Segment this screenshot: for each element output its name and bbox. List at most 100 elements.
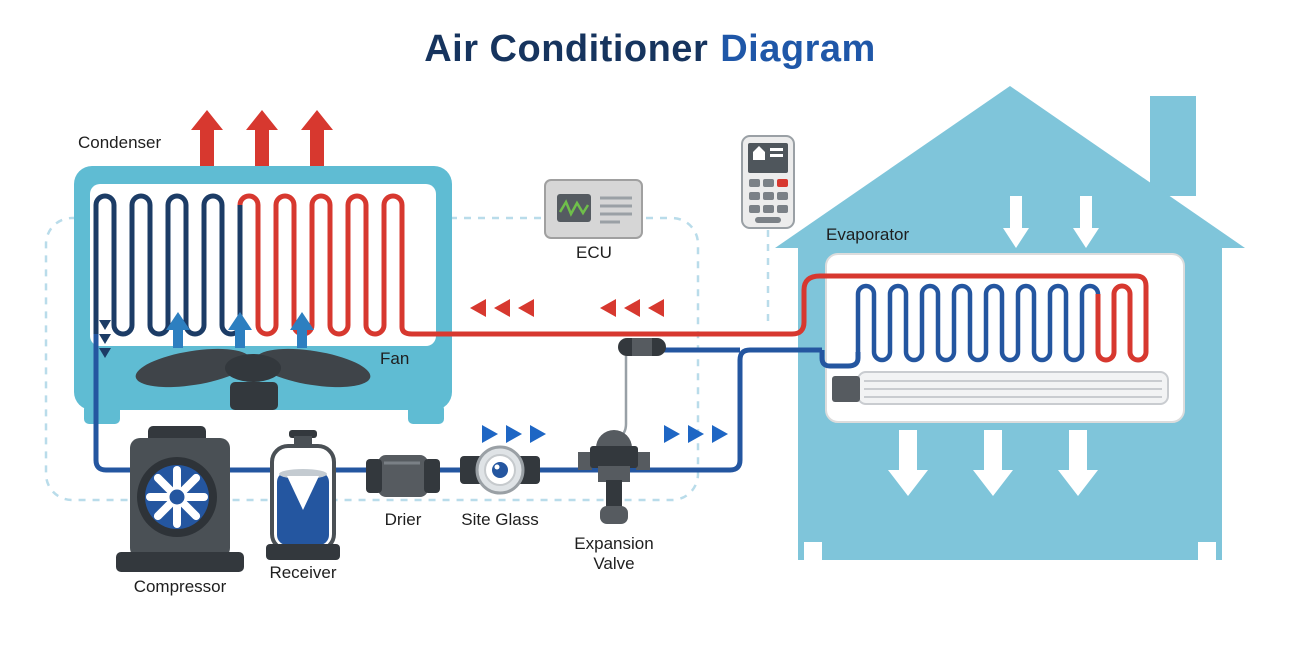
remote-button [763,192,774,200]
drier-body [378,455,428,497]
label-expansion-valve-line2: Valve [593,553,635,573]
condenser-foot [408,404,444,424]
roof [775,86,1245,248]
fan-center [225,354,281,382]
right-arrow-icon [482,425,498,443]
remote-button [749,179,760,187]
home-icon [753,146,765,160]
cold-chevrons [99,320,111,358]
evaporator-unit [825,253,1185,423]
chimney [1150,96,1196,196]
right-arrow-icon [530,425,546,443]
valve-stem [606,480,622,508]
up-arrow-icon [301,110,333,166]
left-arrow-icon [470,299,486,317]
label-fan: Fan [380,349,410,368]
liquid-vortex [287,476,319,510]
label-ecu: ECU [576,243,612,262]
cool-air-down-arrows [888,196,1099,496]
hot-refrigerant-line [399,273,1149,363]
screen-bar [770,154,783,157]
page-title: Air Conditioner Diagram [0,28,1300,71]
receiver-base [266,544,340,560]
bulb-band [632,338,652,356]
site-glass [460,445,540,495]
down-arrow-icon [1058,430,1098,496]
house-notch-right [1198,542,1216,560]
label-expansion-valve: Expansion Valve [550,534,678,573]
sensing-bulb [618,338,666,356]
left-arrow-icon [494,299,510,317]
up-arrow-icon [246,110,278,166]
right-arrow-icon [688,425,704,443]
remote-power-button [777,179,788,187]
label-compressor: Compressor [133,577,227,596]
site-glass-glint [494,464,500,470]
remote-wide-button [755,217,781,223]
label-site-glass: Site Glass [461,510,539,529]
fan-blade [255,348,371,388]
heat-out-arrows [191,110,333,166]
compressor-fan-hub [166,486,188,508]
label-receiver: Receiver [269,563,337,582]
receiver [266,430,340,560]
capillary-tube [617,356,628,440]
remote-button [763,179,774,187]
house-notch-left [804,542,822,560]
right-arrow-icon [664,425,680,443]
compressor [116,426,244,572]
valve-body [598,466,630,482]
valve-tip [600,506,628,524]
drier-cap-right [424,459,440,493]
label-expansion-valve-line1: Expansion [574,534,654,553]
cold-line-flow-arrows [482,425,728,443]
down-arrow-icon [1073,196,1099,248]
left-arrow-icon [600,299,616,317]
remote-button [749,192,760,200]
up-arrow-icon [228,312,252,348]
airflow-up-arrows [166,312,314,348]
remote-button [749,205,760,213]
chevron-down-icon [99,334,111,344]
down-arrow-icon [973,430,1013,496]
label-condenser: Condenser [78,133,162,152]
title-accent: Diagram [720,28,876,70]
ecu-signal-icon [558,199,590,217]
chevron-down-icon [99,320,111,330]
cold-refrigerant-line [93,334,861,473]
left-arrow-icon [648,299,664,317]
grille-motor-cap [832,376,860,402]
valve-flange [590,446,638,468]
ecu-unit [544,179,643,239]
fan-blade [135,348,251,388]
up-arrow-icon [290,312,314,348]
up-arrow-icon [166,312,190,348]
right-arrow-icon [712,425,728,443]
fan [135,348,371,410]
remote-control [741,135,795,229]
remote-button [777,205,788,213]
remote-button [777,192,788,200]
evaporator-cold-coil [855,283,1101,363]
condenser-hot-coil [237,193,405,337]
expansion-valve [578,430,650,524]
valve-wing-right [636,452,650,470]
label-evaporator: Evaporator [826,225,910,244]
label-drier: Drier [384,510,422,529]
hot-line-flow-arrows [470,299,664,317]
condenser-cold-coil [93,193,243,337]
left-arrow-icon [518,299,534,317]
left-arrow-icon [624,299,640,317]
screen-bar [770,148,783,151]
up-arrow-icon [191,110,223,166]
chevron-down-icon [99,348,111,358]
right-arrow-icon [506,425,522,443]
condenser-foot [84,404,120,424]
drier [366,455,440,497]
title-main: Air Conditioner [424,28,709,70]
drier-cap-left [366,459,382,493]
compressor-base [116,552,244,572]
down-arrow-icon [1003,196,1029,248]
